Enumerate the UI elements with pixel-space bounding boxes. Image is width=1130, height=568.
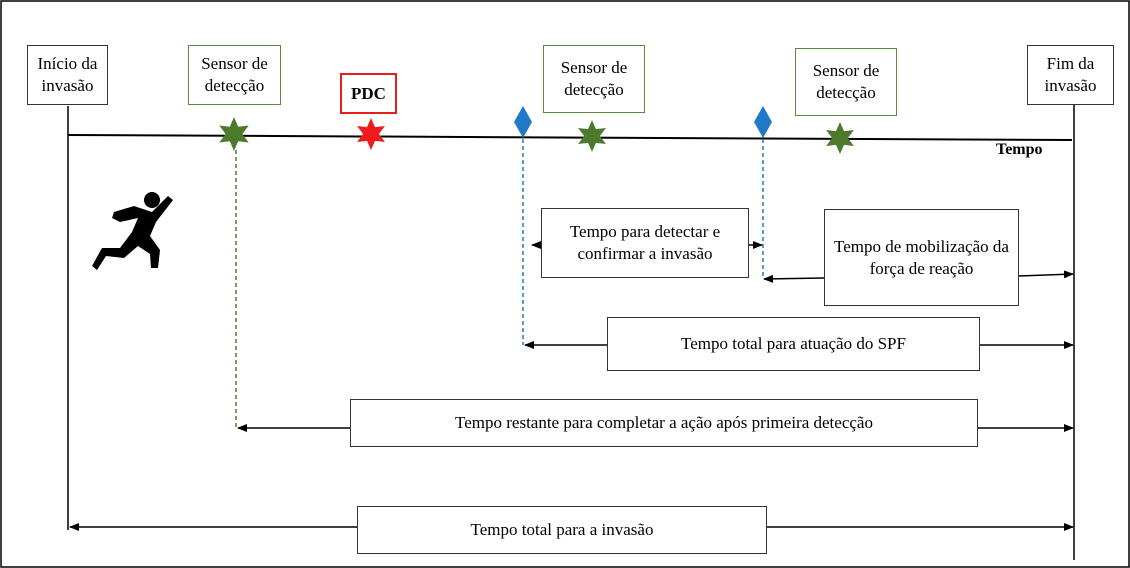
sensor-1-star-icon <box>219 117 249 151</box>
start-event-box: Início da invasão <box>27 45 108 105</box>
pdc-star-icon <box>357 118 385 150</box>
remaining-box: Tempo restante para completar a ação apó… <box>350 399 978 447</box>
total-invasion-label: Tempo total para a invasão <box>470 520 654 539</box>
marker-2-diamond-icon <box>754 106 772 138</box>
timeline-axis-label: Tempo <box>996 141 1043 158</box>
mobilization-arrow-right <box>1018 270 1074 279</box>
end-event-box: Fim da invasão <box>1027 45 1114 105</box>
marker-1-diamond-icon <box>514 106 532 138</box>
detect-confirm-box: Tempo para detectar e confirmar a invasã… <box>541 208 749 278</box>
end-event-label: Fim da invasão <box>1044 54 1097 95</box>
sensor-2-star-icon <box>578 120 606 152</box>
detect-confirm-label: Tempo para detectar e confirmar a invasã… <box>569 222 721 263</box>
remaining-label: Tempo restante para completar a ação apó… <box>455 413 873 432</box>
running-person-icon <box>92 192 173 270</box>
sensor-3-label: Sensor de detecção <box>812 61 880 102</box>
mobilization-box: Tempo de mobilização da força de reação <box>824 209 1019 306</box>
sensor-2-box: Sensor de detecção <box>543 45 645 113</box>
total-spf-box: Tempo total para atuação do SPF <box>607 317 980 371</box>
start-event-label: Início da invasão <box>37 54 98 95</box>
timeline-axis <box>67 134 1073 141</box>
pdc-label: PDC <box>351 83 386 103</box>
sensor-3-star-icon <box>826 122 854 154</box>
sensor-3-box: Sensor de detecção <box>795 48 897 116</box>
sensor-2-label: Sensor de detecção <box>560 58 628 99</box>
sensor-1-box: Sensor de detecção <box>188 45 281 105</box>
total-invasion-box: Tempo total para a invasão <box>357 506 767 554</box>
mobilization-label: Tempo de mobilização da força de reação <box>834 236 1009 278</box>
total-spf-label: Tempo total para atuação do SPF <box>681 334 906 353</box>
sensor-1-label: Sensor de detecção <box>201 54 268 95</box>
mobilization-arrow-left <box>763 274 825 283</box>
pdc-box: PDC <box>340 73 397 114</box>
